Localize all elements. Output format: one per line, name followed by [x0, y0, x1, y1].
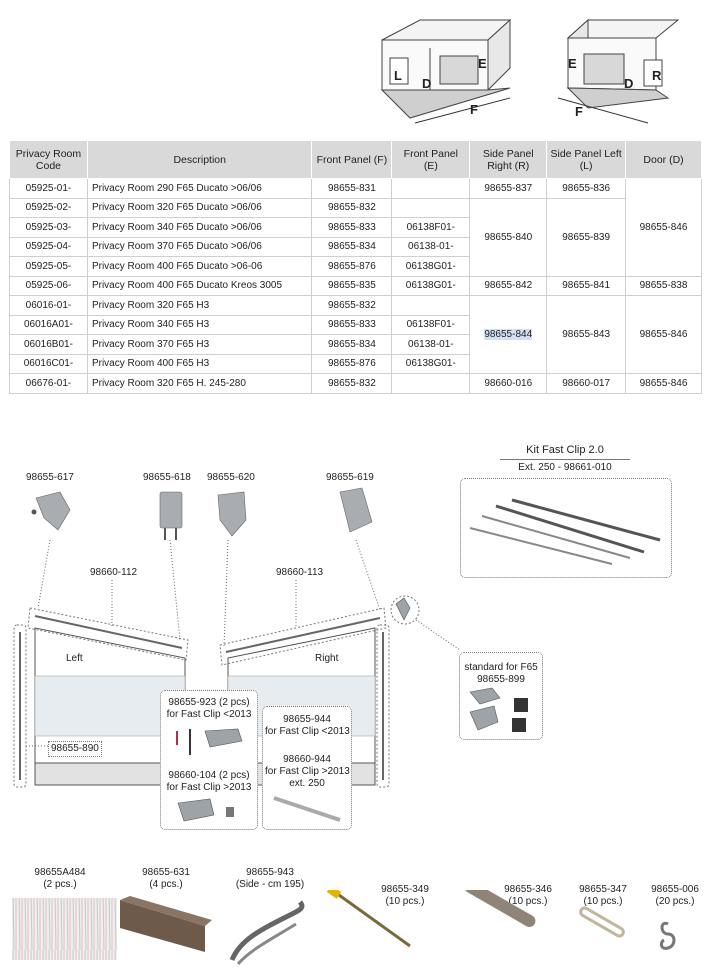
kit-fast-clip-ext: Ext. 250 - 98661-010: [518, 462, 612, 473]
header-side-right: Side Panel Right (R): [469, 140, 548, 179]
header-front-panel-f: Front Panel (F): [311, 140, 393, 179]
accessory-code: 98655-349: [381, 884, 429, 895]
diagram-right-label-r: R: [652, 68, 662, 83]
accessory-code: 98655A484: [34, 867, 86, 878]
part-98660-944-note: for Fast Clip >2013: [265, 766, 350, 778]
curtain-fabric-image: [12, 898, 117, 960]
tent-diagram-right: [557, 18, 680, 124]
part-98655-923: 98655-923 (2 pcs): [163, 697, 255, 709]
part-98655-944-note: for Fast Clip <2013: [265, 726, 350, 738]
table-row: 06016C01- Privacy Room 400 F65 H3 98655-…: [9, 353, 702, 374]
diagram-left-label-e: E: [478, 56, 487, 71]
diagram-right-label-f: F: [575, 104, 583, 119]
kit-title-underline: [500, 459, 630, 460]
table-row: 05925-01- Privacy Room 290 F65 Ducato >0…: [9, 178, 702, 277]
rubber-loop-icon: [579, 906, 625, 938]
accessory-qty: (10 pcs.): [583, 896, 623, 907]
accessory-qty: (4 pcs.): [149, 879, 183, 890]
part-98660-113: 98660-113: [276, 567, 324, 578]
diagram-left-label-d: D: [422, 76, 432, 91]
accessory-code: 98655-346: [504, 884, 552, 895]
panel-left-label: Left: [66, 653, 83, 664]
table-row: 06016A01- Privacy Room 340 F65 H3 98655-…: [9, 314, 702, 335]
standard-clip-box: [459, 652, 543, 740]
rail-icon: [273, 796, 341, 822]
part-98655-890: 98655-890: [48, 741, 102, 757]
table-row: 05925-05- Privacy Room 400 F65 Ducato >0…: [9, 256, 702, 277]
accessory-code: 98655-006: [651, 884, 699, 895]
part-98655-923-note: for Fast Clip <2013: [163, 709, 255, 721]
accessory-qty: (20 pcs.): [655, 896, 695, 907]
part-98660-944: 98660-944: [265, 754, 349, 766]
header-door: Door (D): [625, 140, 702, 179]
part-98655-619: 98655-619: [326, 472, 374, 483]
tension-strap-icon: [464, 890, 536, 927]
diagram-right-label-e: E: [568, 56, 577, 71]
diagram-right-label-d: D: [624, 76, 634, 91]
table-row: 06016B01- Privacy Room 370 F65 H3 98655-…: [9, 334, 702, 355]
part-98660-104: 98660-104 (2 pcs): [163, 770, 255, 782]
accessory-drawings: [12, 890, 676, 965]
kit-fast-clip-box: [460, 478, 672, 578]
fast-clip-small-parts-icon: [176, 728, 243, 822]
part-98660-944-ext: ext. 250: [265, 778, 349, 790]
kit-fast-clip-title: Kit Fast Clip 2.0: [526, 444, 604, 456]
table-row: 05925-02- Privacy Room 320 F65 Ducato >0…: [9, 197, 702, 277]
header-front-panel-e: Front Panel (E): [391, 140, 471, 179]
table-row: 06676-01- Privacy Room 320 F65 H. 245-28…: [9, 373, 702, 394]
tent-peg-icon: [331, 890, 411, 948]
part-98660-112: 98660-112: [90, 567, 138, 578]
part-98655-944: 98655-944: [265, 714, 349, 726]
header-code: Privacy Room Code: [9, 140, 88, 179]
parts-table: Privacy Room Code Description Front Pane…: [9, 140, 702, 394]
part-98655-618: 98655-618: [143, 472, 191, 483]
highlighted-cell[interactable]: 98655-844: [469, 295, 548, 374]
part-98655-620: 98655-620: [207, 472, 255, 483]
tent-diagram-left: [380, 18, 512, 124]
accessory-code: 98655-943: [246, 867, 294, 878]
diagram-left-label-f: F: [470, 102, 478, 117]
standard-for-f65-label: standard for F65: [464, 662, 538, 673]
header-side-left: Side Panel Left (L): [546, 140, 627, 179]
diagram-left-label-l: L: [394, 68, 402, 83]
accessory-code: 98655-347: [579, 884, 627, 895]
part-98655-617: 98655-617: [26, 472, 74, 483]
s-hook-icon: [659, 921, 676, 950]
accessory-qty: (Side - cm 195): [235, 879, 305, 890]
accessory-code: 98655-631: [142, 867, 190, 878]
table-row: 05925-04- Privacy Room 370 F65 Ducato >0…: [9, 236, 702, 257]
part-98660-104-note: for Fast Clip >2013: [163, 782, 255, 794]
header-description: Description: [86, 140, 313, 179]
zipper-icon: [229, 900, 305, 962]
accessory-qty: (10 pcs.): [508, 896, 548, 907]
table-row: 05925-03- Privacy Room 340 F65 Ducato >0…: [9, 217, 702, 238]
accessory-qty: (10 pcs.): [385, 896, 425, 907]
part-98655-899: 98655-899: [477, 674, 525, 685]
table-row: 05925-06- Privacy Room 400 F65 Ducato Kr…: [9, 275, 702, 296]
accessory-qty: (2 pcs.): [43, 879, 77, 890]
panel-right-label: Right: [315, 653, 339, 664]
rubber-block-image: [120, 900, 205, 952]
table-row: 06016-01- Privacy Room 320 F65 H3 98655-…: [9, 295, 702, 374]
